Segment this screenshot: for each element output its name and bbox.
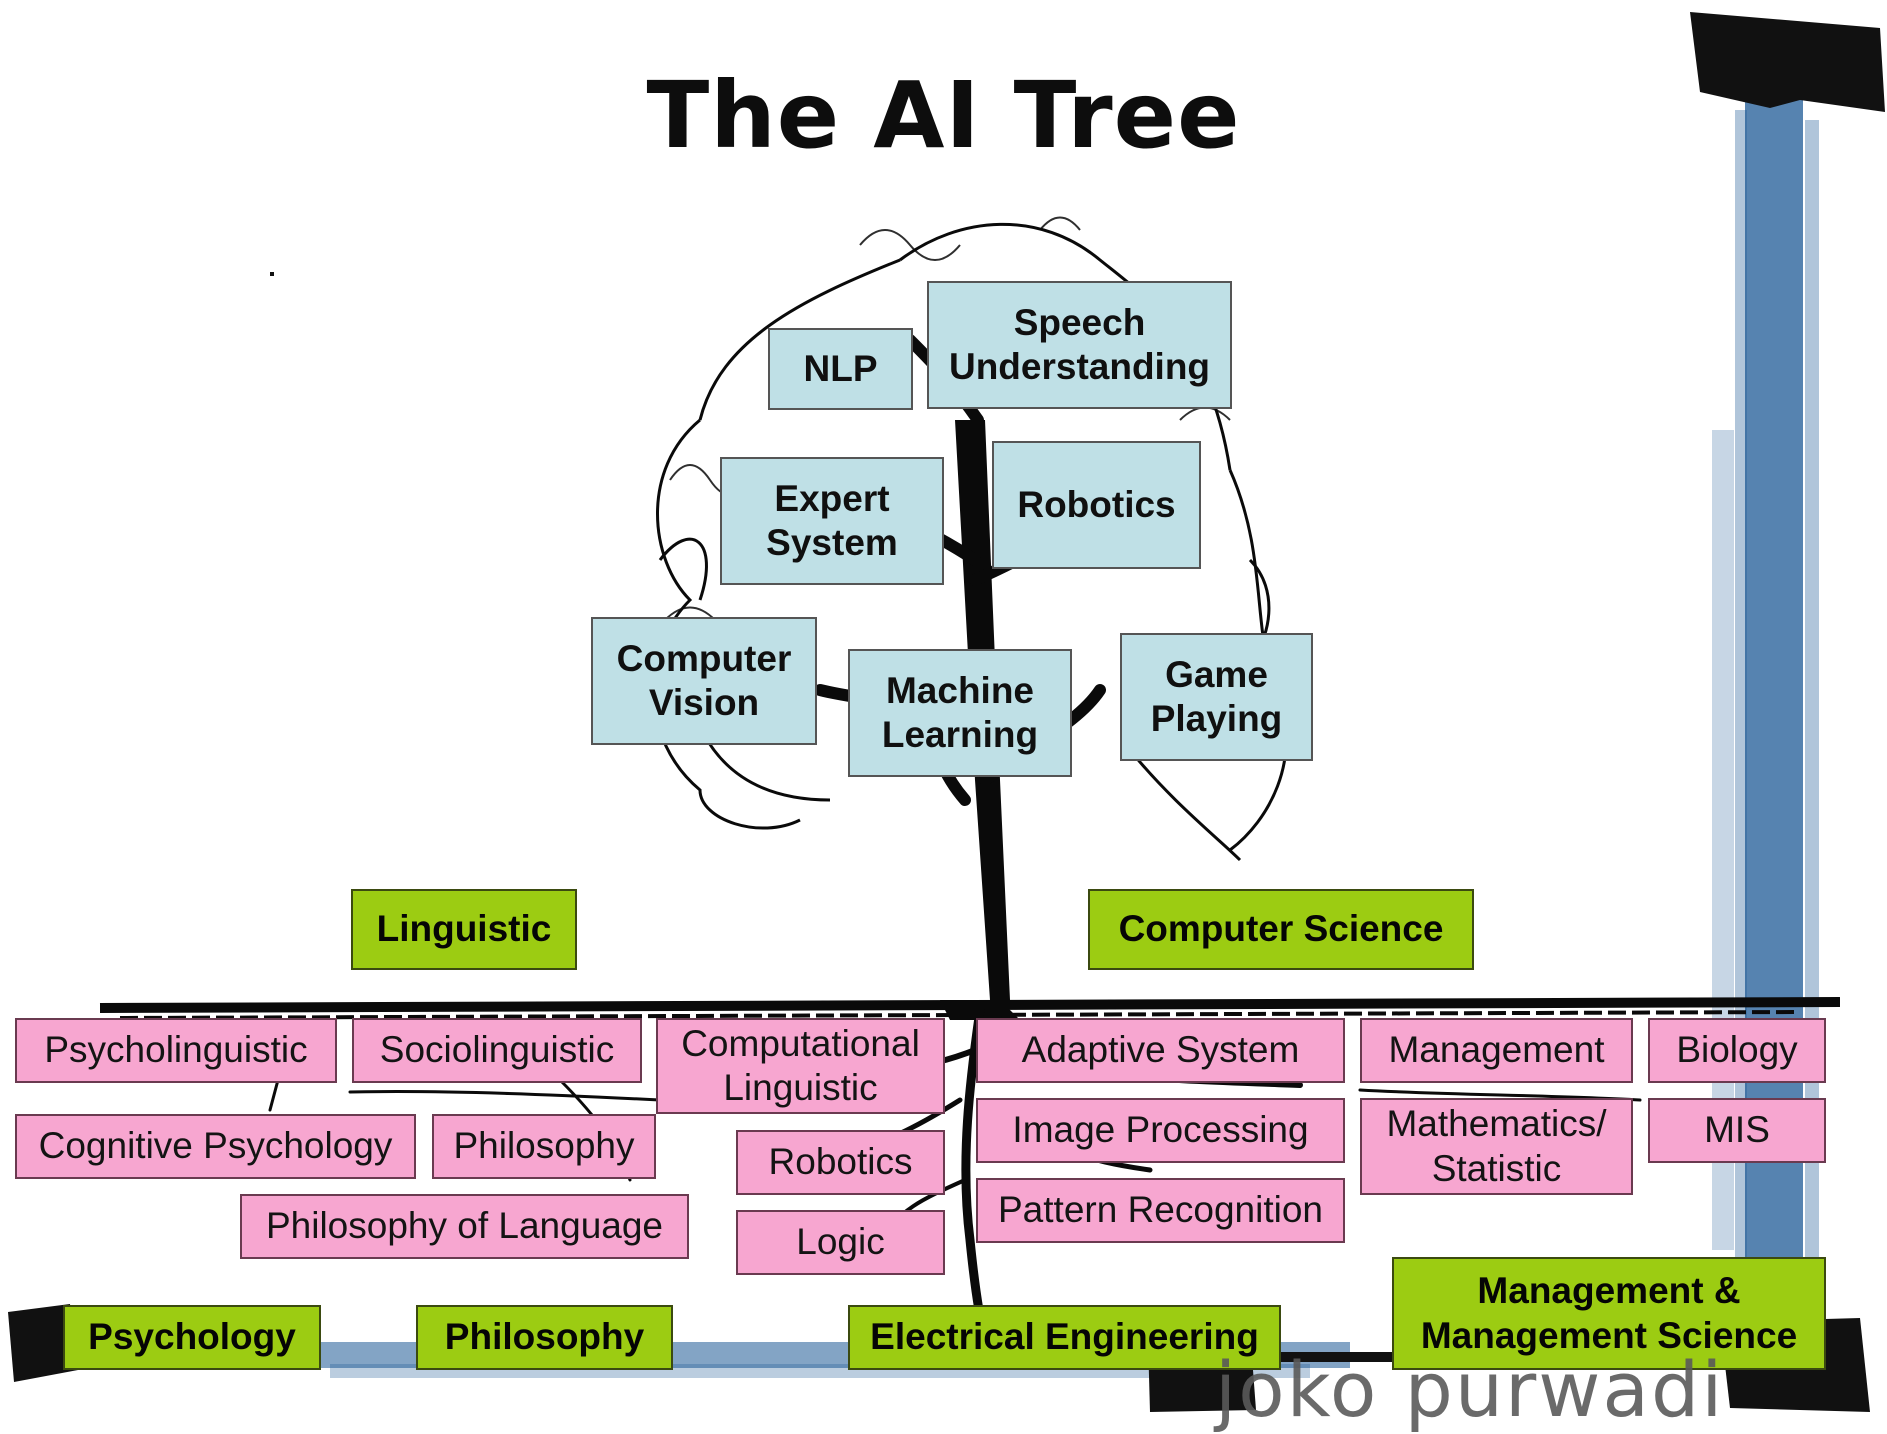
subfield-logic: Logic [736, 1210, 945, 1275]
subfield-philosophy: Philosophy [432, 1114, 656, 1179]
field-philosophy: Philosophy [416, 1305, 673, 1370]
subfield-philosophy-of-language: Philosophy of Language [240, 1194, 689, 1259]
ai-area-expert-system: Expert System [720, 457, 944, 585]
subfield-biology: Biology [1648, 1018, 1826, 1083]
ai-area-game-playing: Game Playing [1120, 633, 1313, 761]
field-electrical-engineering: Electrical Engineering [848, 1305, 1281, 1370]
subfield-mathematics-statistic: Mathematics/ Statistic [1360, 1098, 1633, 1195]
subfield-adaptive-system: Adaptive System [976, 1018, 1345, 1083]
ai-area-computer-vision: Computer Vision [591, 617, 817, 745]
ai-area-machine-learning: Machine Learning [848, 649, 1072, 777]
field-computer-science: Computer Science [1088, 889, 1474, 970]
subfield-sociolinguistic: Sociolinguistic [352, 1018, 642, 1083]
field-linguistic: Linguistic [351, 889, 577, 970]
ai-area-speech-understanding: Speech Understanding [927, 281, 1232, 409]
subfield-mis: MIS [1648, 1098, 1826, 1163]
ai-area-nlp: NLP [768, 328, 913, 410]
subfield-cognitive-psychology: Cognitive Psychology [15, 1114, 416, 1179]
subfield-computational-linguistic: Computational Linguistic [656, 1018, 945, 1114]
subfield-psycholinguistic: Psycholinguistic [15, 1018, 337, 1083]
subfield-management: Management [1360, 1018, 1633, 1083]
field-management-science: Management & Management Science [1392, 1257, 1826, 1370]
subfield-pattern-recognition: Pattern Recognition [976, 1178, 1345, 1243]
subfield-image-processing: Image Processing [976, 1098, 1345, 1163]
ground-line [99, 997, 1841, 1020]
author-signature: joko purwadi [1215, 1345, 1725, 1434]
subfield-robotics: Robotics [736, 1130, 945, 1195]
ai-area-robotics: Robotics [992, 441, 1201, 569]
field-psychology: Psychology [63, 1305, 321, 1370]
page-title: The AI Tree [646, 62, 1241, 169]
